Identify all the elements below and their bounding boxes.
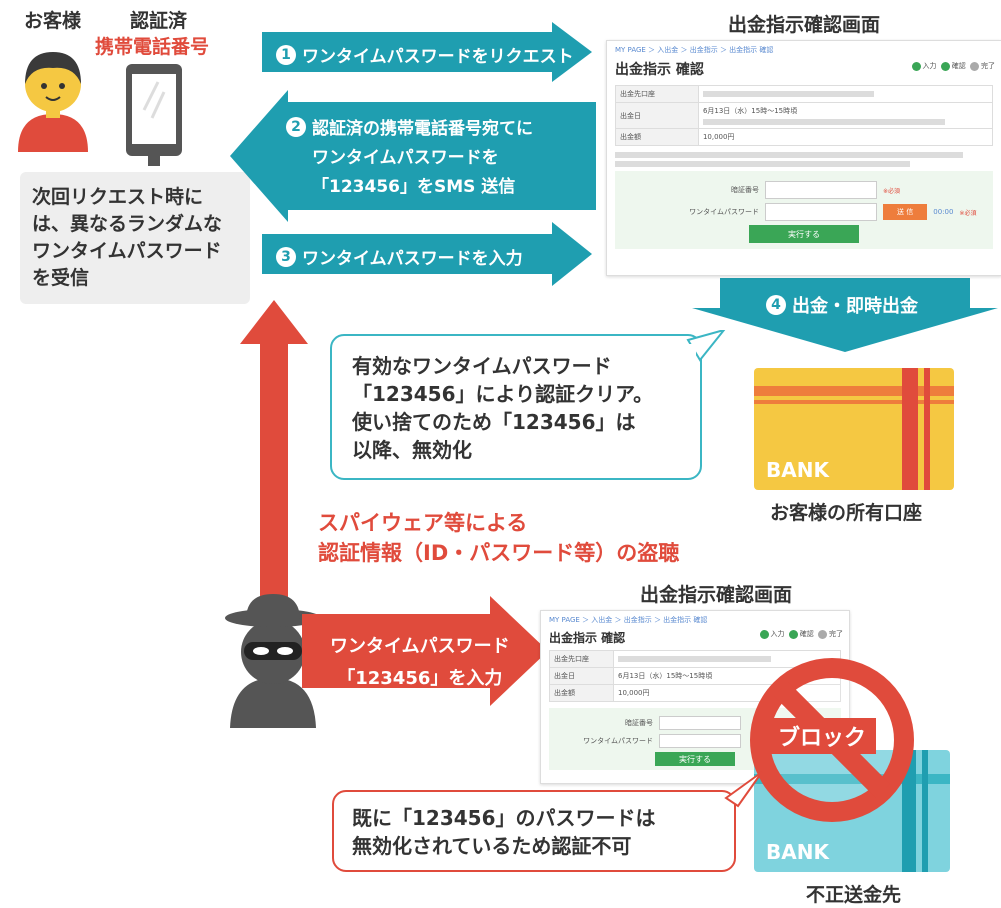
- step-dot-icon: [970, 61, 979, 71]
- step1-number: 1: [276, 44, 296, 65]
- invalid-otp-bubble: 既に「123456」のパスワードは 無効化されているため認証不可: [332, 790, 736, 872]
- mock-step3: 完了: [829, 630, 843, 638]
- mock-required: ※必須: [883, 187, 901, 195]
- step-dot-icon: [788, 629, 798, 639]
- mock-form: 暗証番号 ※必須 ワンタイムパスワード 送 信 00:00 ※必須 実行する: [615, 171, 993, 249]
- valid-otp-bubble: 有効なワンタイムパスワード 「123456」により認証クリア。 使い捨てのため「…: [330, 334, 702, 480]
- confirmation-screen-top: MY PAGE ＞ 入出金 ＞ 出金指示 ＞ 出金指示 確認 出金指示 確認 入…: [606, 40, 1001, 276]
- customer-note: 次回リクエスト時には、異なるランダムなワンタイムパスワードを受信: [20, 172, 250, 304]
- step4-number: 4: [766, 295, 786, 315]
- spyware-line2: 認証情報（ID・パスワード等）の盗聴: [318, 541, 680, 565]
- own-bank-label: BANK: [766, 458, 829, 482]
- own-account-label: お客様の所有口座: [770, 502, 923, 524]
- mock-row1-label: 出金先口座: [548, 650, 615, 668]
- mock-steps: 入力 確認 完了: [910, 61, 995, 71]
- invalid-line1: 既に「123456」のパスワードは: [352, 806, 656, 830]
- mock-title: 出金指示 確認: [549, 631, 626, 645]
- mock-step1: 入力: [922, 62, 937, 70]
- arrow-step2: [230, 90, 596, 222]
- mock-execute-button[interactable]: 実行する: [655, 752, 735, 766]
- mock-step1: 入力: [770, 630, 785, 638]
- step2-line3: 「123456」をSMS 送信: [312, 177, 516, 197]
- step3-number: 3: [276, 246, 296, 267]
- mock-steps: 入力 確認 完了: [758, 629, 843, 639]
- mock-row1-label: 出金先口座: [615, 85, 699, 103]
- step4-label: 4 出金・即時出金: [766, 292, 918, 318]
- valid-line2: 「123456」により認証クリア。: [352, 382, 654, 406]
- mock-required: ※必須: [959, 209, 977, 217]
- step2-label: 2 認証済の携帯電話番号宛てに ワンタイムパスワードを 「123456」をSMS…: [286, 114, 533, 197]
- screen-title-top: 出金指示確認画面: [728, 14, 881, 36]
- own-bank-icon: [754, 368, 954, 490]
- step3-text: ワンタイムパスワードを入力: [302, 249, 523, 269]
- mock-pin-input[interactable]: [765, 181, 877, 199]
- screen-title-bottom: 出金指示確認画面: [640, 584, 793, 606]
- valid-line4: 以降、無効化: [352, 438, 472, 462]
- customer-label: お客様: [24, 10, 82, 32]
- mock-pin-input[interactable]: [659, 716, 741, 730]
- step3-label: 3 ワンタイムパスワードを入力: [276, 244, 523, 269]
- mock-row2-value: 6月13日（水）15時〜15時頃: [618, 672, 713, 680]
- mock-otp-label: ワンタイムパスワード: [583, 737, 653, 745]
- step-dot-icon: [759, 629, 769, 639]
- step2-number: 2: [286, 116, 306, 137]
- mock-step3: 完了: [981, 62, 995, 70]
- mock-step2: 確認: [799, 630, 814, 638]
- invalid-line2: 無効化されているため認証不可: [352, 834, 632, 858]
- mock-title: 出金指示 確認: [615, 62, 704, 78]
- spyware-up-arrow: [240, 300, 308, 618]
- arrow-step3: [262, 222, 592, 286]
- mock-otp-input[interactable]: [659, 734, 741, 748]
- spyware-label: スパイウェア等による 認証情報（ID・パスワード等）の盗聴: [318, 508, 679, 568]
- mock-row2-label: 出金日: [615, 102, 699, 129]
- valid-line3: 使い捨てのため「123456」は: [352, 410, 636, 434]
- mock-row3-label: 出金額: [615, 128, 699, 146]
- attacker-arrow-label: ワンタイムパスワード 「123456」を入力: [330, 632, 510, 690]
- valid-line1: 有効なワンタイムパスワード: [352, 354, 612, 378]
- smartphone-icon: [126, 64, 182, 166]
- mock-row3-value: 10,000円: [697, 128, 994, 146]
- mock-pin-label: 暗証番号: [731, 186, 759, 194]
- mock-step2: 確認: [951, 62, 966, 70]
- step-dot-icon: [911, 61, 921, 71]
- step-dot-icon: [940, 61, 950, 71]
- fraud-bank-label: BANK: [766, 840, 829, 864]
- attacker-arrow: [302, 596, 548, 706]
- arrow-step1: [262, 22, 592, 82]
- mock-breadcrumb: MY PAGE ＞ 入出金 ＞ 出金指示 ＞ 出金指示 確認: [615, 46, 774, 54]
- mock-execute-button[interactable]: 実行する: [749, 225, 859, 243]
- mock-row2-label: 出金日: [548, 667, 615, 685]
- mock-otp-input[interactable]: [765, 203, 877, 221]
- attacker-icon: [225, 594, 321, 728]
- mock-row2-value: 6月13日（水）15時〜15時頃: [702, 107, 798, 115]
- block-label: ブロック: [768, 718, 877, 754]
- step1-label: 1 ワンタイムパスワードをリクエスト: [276, 42, 574, 67]
- verified-label: 認証済: [130, 10, 188, 32]
- mock-timer: 00:00: [933, 208, 954, 216]
- spyware-line1: スパイウェア等による: [318, 511, 528, 535]
- mock-breadcrumb: MY PAGE ＞ 入出金 ＞ 出金指示 ＞ 出金指示 確認: [549, 616, 708, 624]
- mock-otp-label: ワンタイムパスワード: [689, 208, 759, 216]
- bubble-tail: [686, 330, 726, 362]
- attacker-arrow-line2: 「123456」を入力: [337, 668, 503, 689]
- customer-person-icon: [18, 52, 88, 152]
- step1-text: ワンタイムパスワードをリクエスト: [302, 47, 574, 67]
- step-dot-icon: [818, 629, 827, 639]
- attacker-arrow-line1: ワンタイムパスワード: [330, 636, 510, 657]
- fraud-destination-label: 不正送金先: [806, 884, 902, 906]
- mock-send-button[interactable]: 送 信: [883, 204, 928, 220]
- bubble-tail-red: [724, 771, 763, 808]
- mock-row3-label: 出金額: [548, 684, 615, 702]
- step2-line2: ワンタイムパスワードを: [312, 148, 499, 168]
- step2-line1: 認証済の携帯電話番号宛てに: [312, 119, 533, 139]
- mock-pin-label: 暗証番号: [625, 719, 653, 727]
- phone-number-label: 携帯電話番号: [95, 36, 210, 58]
- step4-text: 出金・即時出金: [792, 296, 918, 317]
